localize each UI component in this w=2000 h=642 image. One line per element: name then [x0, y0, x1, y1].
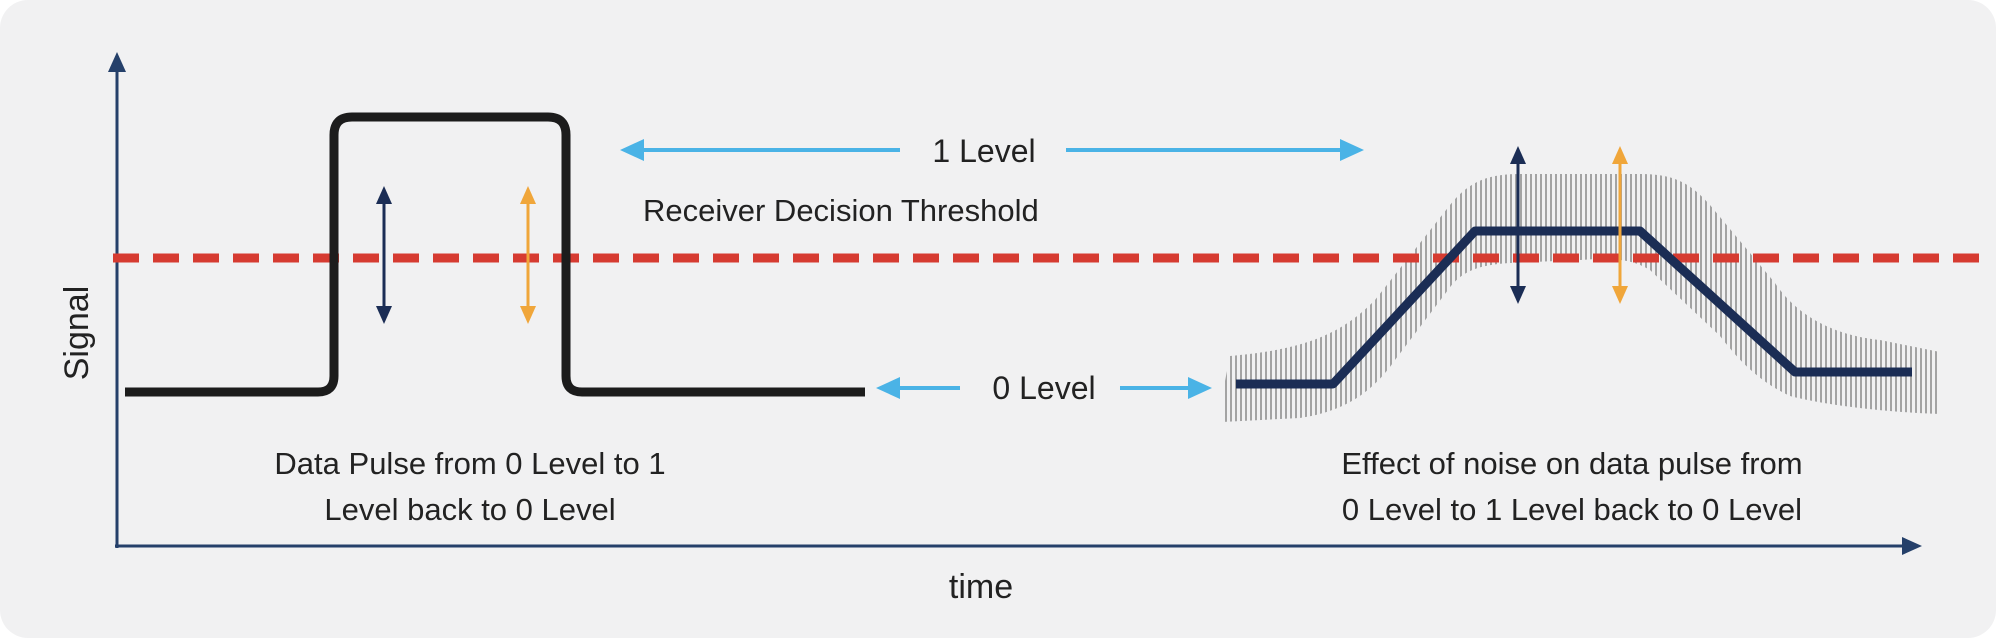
axes [108, 52, 1922, 555]
right-caption-line1: Effect of noise on data pulse from [1341, 446, 1802, 481]
left-orange-double-arrow [520, 186, 536, 324]
left-caption-line2: Level back to 0 Level [324, 492, 615, 527]
x-axis-label: time [949, 568, 1013, 606]
one-level-arrow [620, 139, 1364, 161]
left-caption-line1: Data Pulse from 0 Level to 1 [274, 446, 665, 481]
zero-level-arrow [876, 377, 1212, 399]
data-pulse [125, 112, 865, 397]
right-orange-double-arrow [1612, 146, 1628, 304]
zero-level-label: 0 Level [992, 370, 1095, 406]
x-axis-arrowhead [1902, 537, 1922, 555]
y-axis-label: Signal [58, 286, 96, 381]
left-navy-double-arrow [376, 186, 392, 324]
right-caption-line2: 0 Level to 1 Level back to 0 Level [1342, 492, 1802, 527]
y-axis-arrowhead [108, 52, 126, 72]
right-navy-double-arrow [1510, 146, 1526, 304]
noisy-data-pulse [1236, 226, 1912, 389]
threshold-label: Receiver Decision Threshold [643, 193, 1039, 228]
noise-band [1222, 174, 1940, 422]
one-level-label: 1 Level [932, 133, 1035, 169]
